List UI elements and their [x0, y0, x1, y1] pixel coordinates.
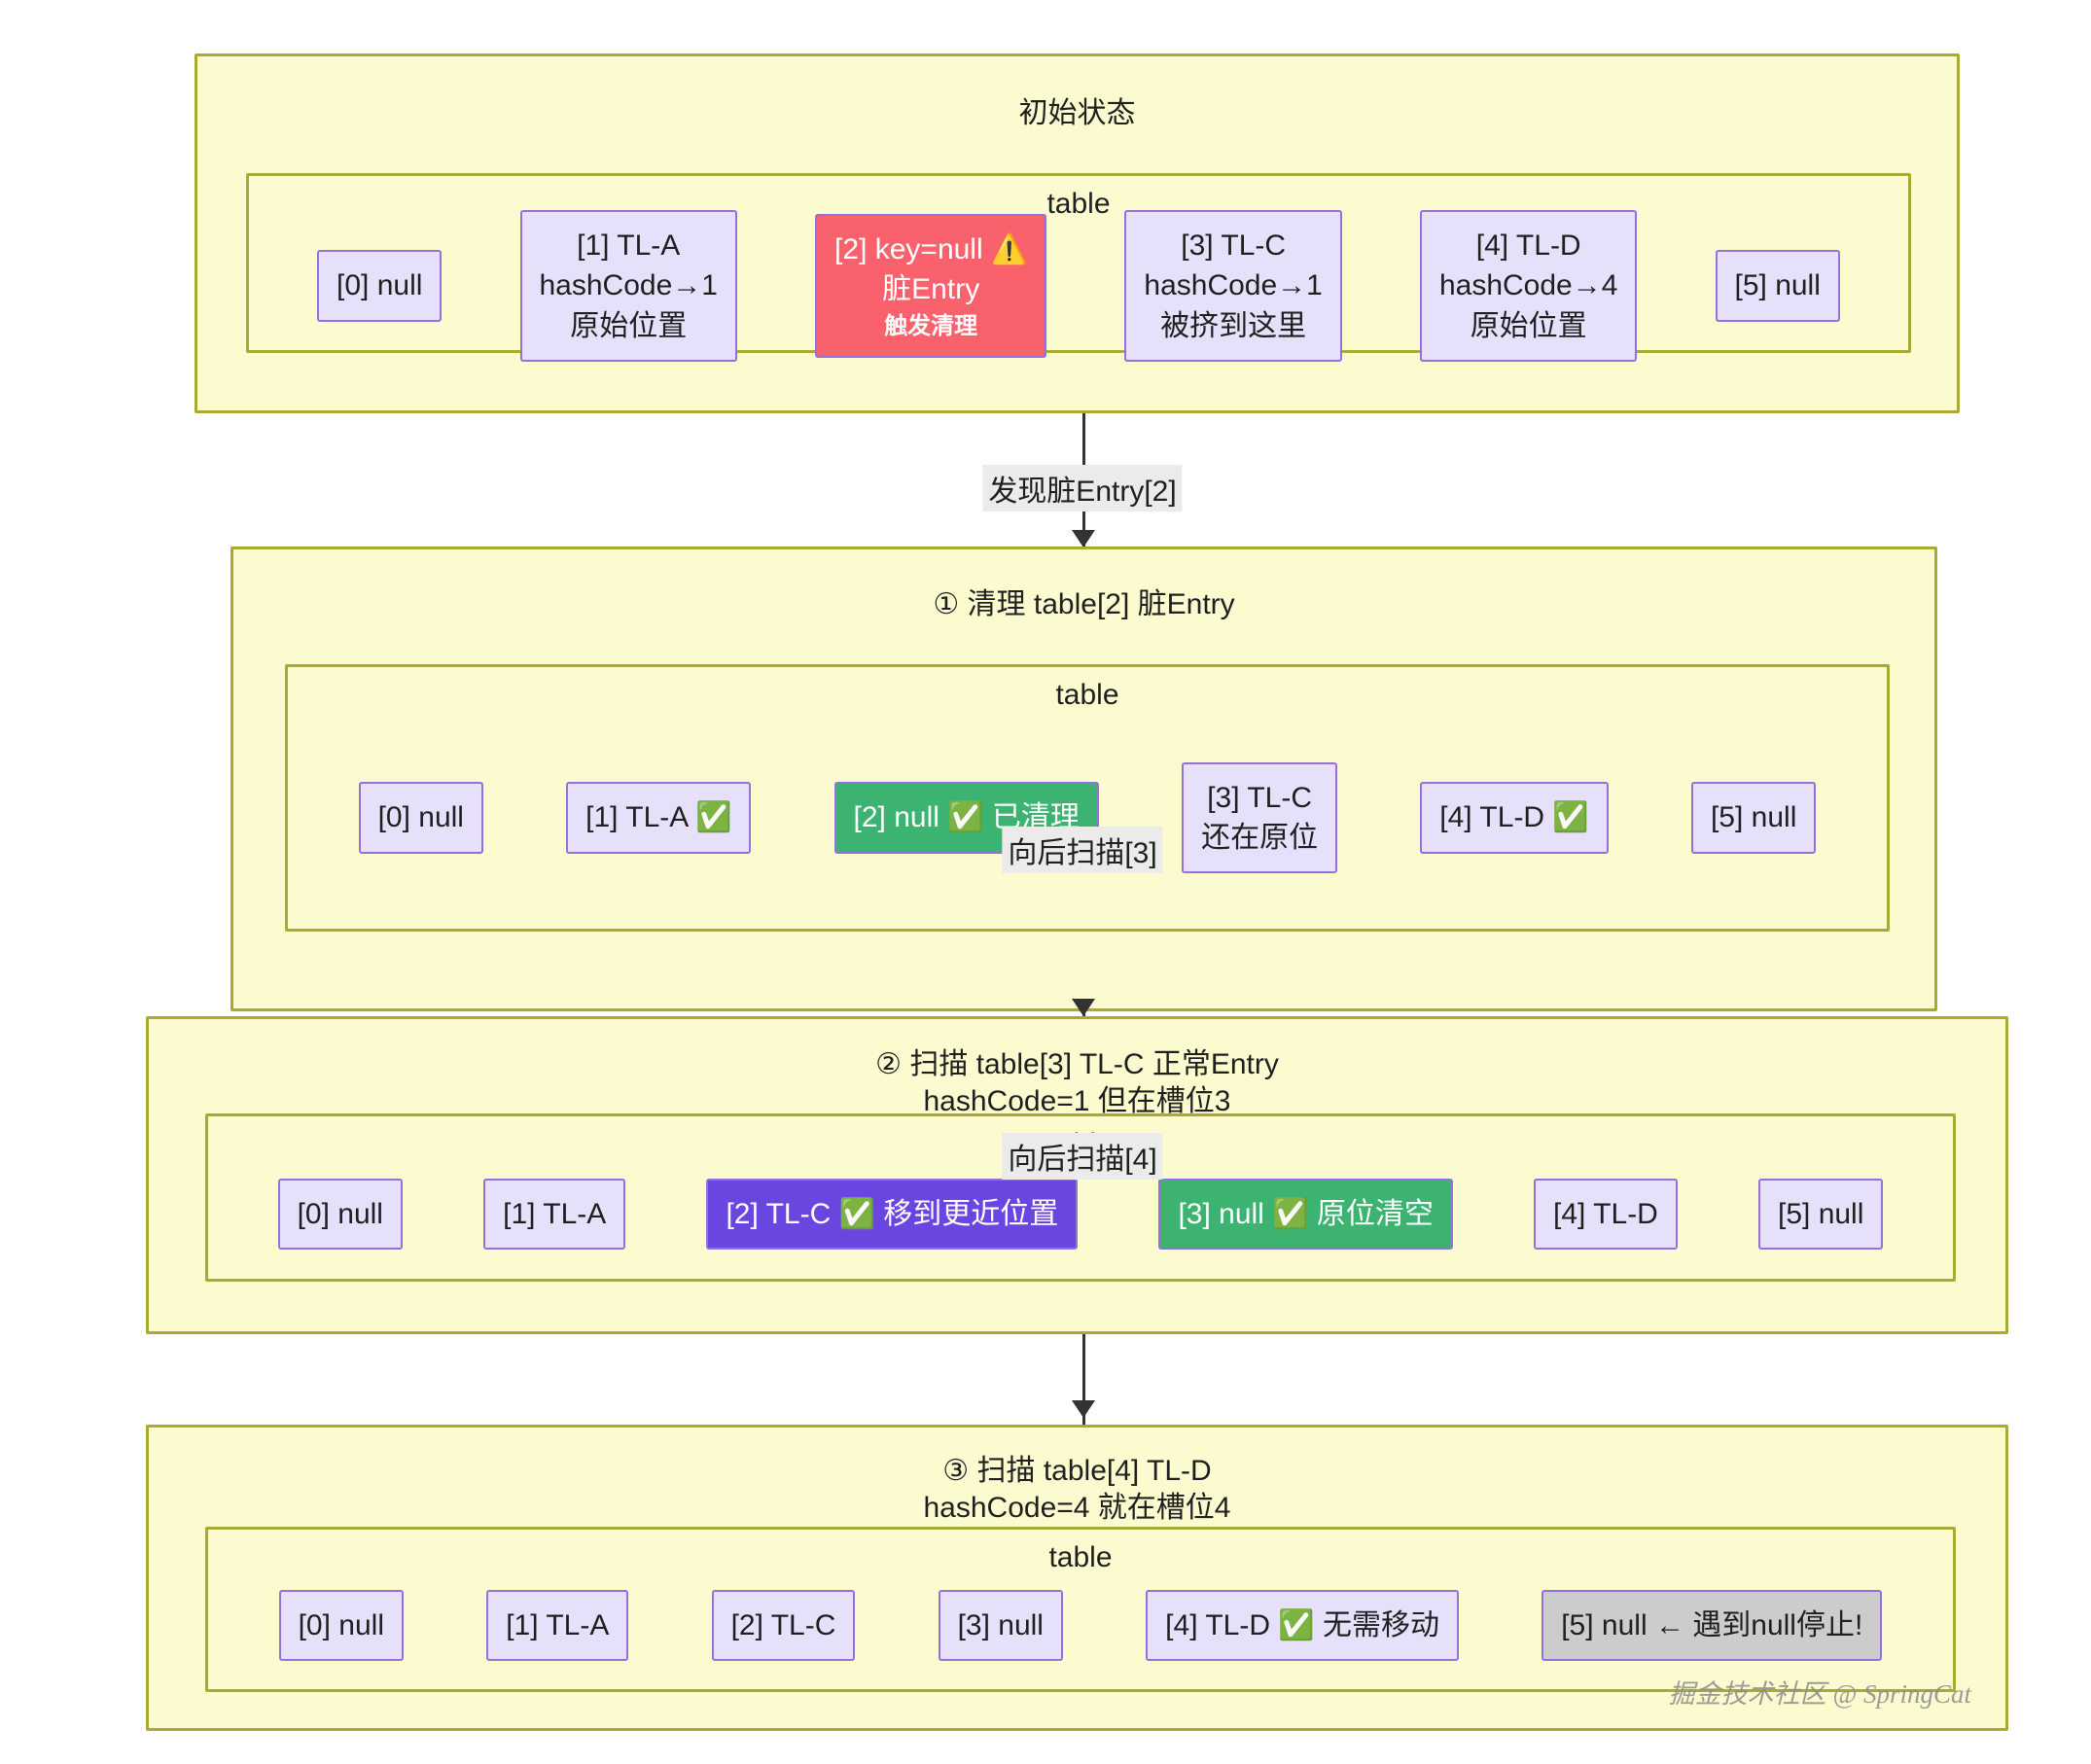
slot-5-stop[interactable]: [5] null ← 遇到null停止!: [1542, 1589, 1883, 1662]
slot-row-initial: [0] null [1] TL-A hashCode→1 原始位置 [2] ke…: [249, 209, 1908, 363]
panel-title-initial: 初始状态: [1018, 97, 1136, 129]
subgraph-table-step-3: table [0] null [1] TL-A [2] TL-C [3] nul…: [205, 1527, 1956, 1692]
panel-title-step-3: ③ 扫描 table[4] TL-D hashCode=4 就在槽位4: [923, 1455, 1231, 1524]
arrow-2-head: [1072, 999, 1095, 1016]
slot-4[interactable]: [4] TL-D hashCode→4 原始位置: [1419, 209, 1638, 363]
arrow-2-label: 向后扫描[3]: [1002, 827, 1163, 873]
watermark: 掘金技术社区 @ SpringCat: [1668, 1679, 1971, 1709]
slot-0[interactable]: [0] null: [277, 1178, 403, 1251]
slot-1[interactable]: [1] TL-A ✅: [566, 782, 752, 854]
subgraph-table-step-1: table [0] null [1] TL-A ✅ [2] null ✅ 已清理…: [285, 664, 1890, 932]
panel-step-3: ③ 扫描 table[4] TL-D hashCode=4 就在槽位4 tabl…: [146, 1425, 2008, 1731]
subgraph-label-table-step-1: table: [1055, 679, 1119, 711]
slot-3[interactable]: [3] null: [938, 1589, 1063, 1662]
arrow-3-label: 向后扫描[4]: [1002, 1133, 1163, 1180]
panel-title-step-2: ② 扫描 table[3] TL-C 正常Entry hashCode=1 但在…: [875, 1048, 1279, 1117]
slot-4[interactable]: [4] TL-D: [1534, 1178, 1678, 1251]
slot-row-step-2: [0] null [1] TL-A [2] TL-C ✅ 移到更近位置 [3] …: [208, 1163, 1953, 1265]
arrow-3-head: [1072, 1400, 1095, 1418]
slot-1[interactable]: [1] TL-A: [486, 1589, 629, 1662]
slot-4[interactable]: [4] TL-D ✅: [1420, 782, 1609, 854]
slot-2-dirty[interactable]: [2] key=null ⚠️ 脏Entry 触发清理: [815, 214, 1047, 358]
slot-5[interactable]: [5] null: [1690, 782, 1817, 854]
slot-4-no-move[interactable]: [4] TL-D ✅ 无需移动: [1146, 1589, 1460, 1662]
arrow-3-line: [1082, 1334, 1085, 1431]
slot-3[interactable]: [3] TL-C hashCode→1 被挤到这里: [1124, 209, 1342, 363]
slot-2-sub-text: 触发清理: [884, 312, 978, 339]
slot-row-step-1: [0] null [1] TL-A ✅ [2] null ✅ 已清理 [3] T…: [288, 725, 1887, 910]
slot-3-cleared[interactable]: [3] null ✅ 原位清空: [1158, 1178, 1453, 1251]
subgraph-table-step-2: table [0] null [1] TL-A [2] TL-C ✅ 移到更近位…: [205, 1113, 1956, 1282]
subgraph-label-table-step-3: table: [1048, 1541, 1113, 1573]
slot-0[interactable]: [0] null: [278, 1589, 404, 1662]
panel-initial-state: 初始状态 table [0] null [1] TL-A hashCode→1 …: [195, 53, 1960, 413]
slot-5[interactable]: [5] null: [1758, 1178, 1884, 1251]
slot-0[interactable]: [0] null: [317, 250, 443, 322]
arrow-1-label: 发现脏Entry[2]: [982, 465, 1183, 512]
slot-3[interactable]: [3] TL-C 还在原位: [1182, 761, 1338, 874]
slot-row-step-3: [0] null [1] TL-A [2] TL-C [3] null [4] …: [208, 1574, 1953, 1676]
subgraph-label-table: table: [1046, 188, 1111, 220]
panel-step-1: ① 清理 table[2] 脏Entry table [0] null [1] …: [230, 547, 1937, 1011]
slot-2[interactable]: [2] TL-C: [711, 1589, 856, 1662]
subgraph-table-initial: table [0] null [1] TL-A hashCode→1 原始位置 …: [246, 173, 1911, 363]
slot-5[interactable]: [5] null: [1715, 250, 1840, 322]
arrow-1-head: [1072, 530, 1095, 547]
slot-1[interactable]: [1] TL-A hashCode→1 原始位置: [519, 209, 737, 363]
slot-2-moved[interactable]: [2] TL-C ✅ 移到更近位置: [706, 1178, 1079, 1251]
slot-0[interactable]: [0] null: [358, 782, 483, 854]
panel-title-step-1: ① 清理 table[2] 脏Entry: [933, 588, 1235, 620]
slot-1[interactable]: [1] TL-A: [483, 1178, 626, 1251]
panel-step-2: ② 扫描 table[3] TL-C 正常Entry hashCode=1 但在…: [146, 1016, 2008, 1334]
slot-2-main-text: [2] key=null ⚠️ 脏Entry: [834, 233, 1028, 306]
